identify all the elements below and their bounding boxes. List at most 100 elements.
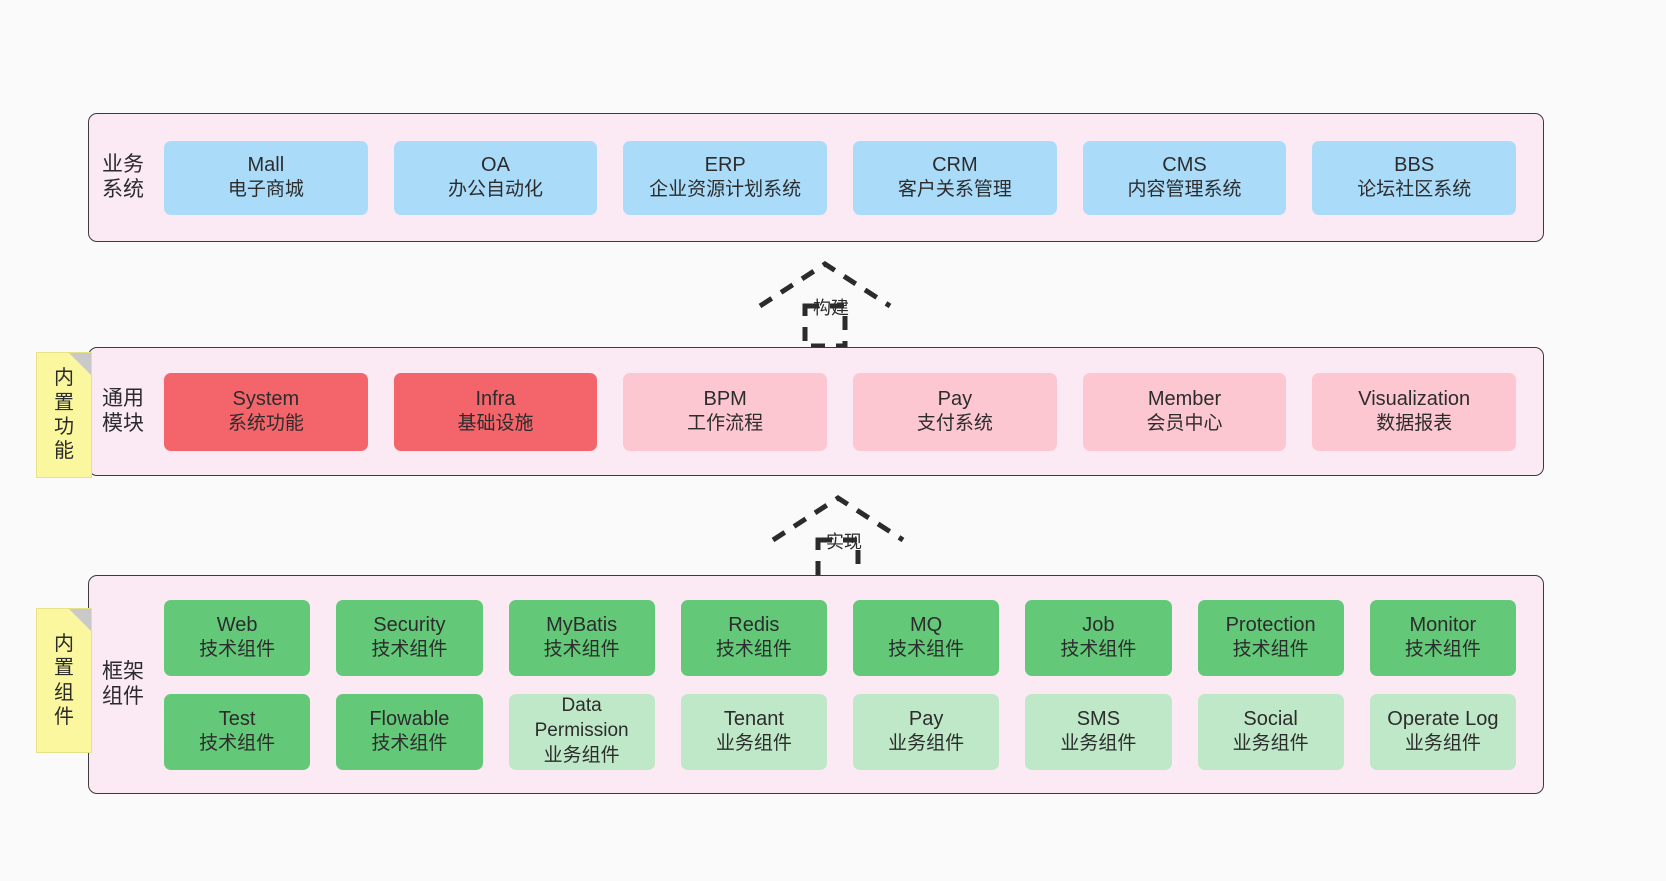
card-test[interactable]: Test 技术组件 — [164, 693, 311, 770]
business-card-list: Mall 电子商城 OA 办公自动化 ERP 企业资源计划系统 CRM 客户关系… — [145, 114, 1543, 241]
card-data-permission-en: Data — [561, 695, 602, 717]
framework-card-list: Web 技术组件 Security 技术组件 MyBatis 技术组件 Redi… — [145, 576, 1543, 793]
framework-row-tech: Web 技术组件 Security 技术组件 MyBatis 技术组件 Redi… — [151, 599, 1529, 676]
build-shaft — [802, 303, 848, 349]
card-bpm-cn: 工作流程 — [687, 413, 764, 435]
card-sms-en: SMS — [1076, 708, 1121, 731]
connector-implement: 实现 — [763, 492, 923, 587]
card-data-permission[interactable]: Data Permission 业务组件 — [508, 693, 655, 770]
card-member-cn: 会员中心 — [1146, 413, 1223, 435]
card-operate-log-en: Operate Log — [1387, 708, 1499, 731]
implement-arrowhead — [771, 495, 905, 543]
card-protection[interactable]: Protection 技术组件 — [1197, 599, 1344, 676]
layer-common-modules: 通用模块 System 系统功能 Infra 基础设施 BPM 工作流程 Pay… — [88, 347, 1544, 476]
card-visualization-cn: 数据报表 — [1376, 413, 1453, 435]
card-security[interactable]: Security 技术组件 — [336, 599, 483, 676]
card-mq-en: MQ — [910, 614, 943, 637]
card-sms[interactable]: SMS 业务组件 — [1025, 693, 1172, 770]
connector-implement-label: 实现 — [826, 532, 862, 552]
card-mq-cn: 技术组件 — [888, 639, 965, 661]
note-builtin-component-text: 内置组件 — [54, 632, 74, 728]
card-redis[interactable]: Redis 技术组件 — [680, 599, 827, 676]
card-bbs-en: BBS — [1394, 154, 1435, 177]
card-web[interactable]: Web 技术组件 — [164, 599, 311, 676]
layer-business-systems: 业务系统 Mall 电子商城 OA 办公自动化 ERP 企业资源计划系统 CRM… — [88, 113, 1544, 242]
card-bpm-en: BPM — [703, 388, 747, 411]
card-cms[interactable]: CMS 内容管理系统 — [1082, 140, 1287, 215]
card-job[interactable]: Job 技术组件 — [1025, 599, 1172, 676]
card-infra-cn: 基础设施 — [457, 413, 534, 435]
card-pay-module-cn: 支付系统 — [916, 413, 993, 435]
card-bbs[interactable]: BBS 论坛社区系统 — [1312, 140, 1517, 215]
card-mybatis[interactable]: MyBatis 技术组件 — [508, 599, 655, 676]
card-erp[interactable]: ERP 企业资源计划系统 — [623, 140, 828, 215]
card-monitor[interactable]: Monitor 技术组件 — [1369, 599, 1516, 676]
card-mybatis-en: MyBatis — [546, 614, 618, 637]
card-oa[interactable]: OA 办公自动化 — [393, 140, 598, 215]
card-pay-component-cn: 业务组件 — [888, 733, 965, 755]
card-test-en: Test — [218, 708, 256, 731]
card-pay-module[interactable]: Pay 支付系统 — [853, 372, 1057, 451]
note-fold-icon — [69, 609, 91, 631]
card-tenant-en: Tenant — [723, 708, 784, 731]
card-monitor-cn: 技术组件 — [1404, 639, 1481, 661]
card-infra[interactable]: Infra 基础设施 — [393, 372, 598, 451]
card-bpm[interactable]: BPM 工作流程 — [623, 372, 828, 451]
card-member[interactable]: Member 会员中心 — [1082, 372, 1287, 451]
card-crm-en: CRM — [932, 154, 978, 177]
card-tenant[interactable]: Tenant 业务组件 — [680, 693, 827, 770]
card-operate-log[interactable]: Operate Log 业务组件 — [1369, 693, 1516, 770]
card-web-cn: 技术组件 — [199, 639, 276, 661]
card-visualization-en: Visualization — [1358, 388, 1471, 411]
card-bbs-cn: 论坛社区系统 — [1357, 179, 1472, 201]
card-tenant-cn: 业务组件 — [715, 733, 792, 755]
card-security-cn: 技术组件 — [371, 639, 448, 661]
card-oa-en: OA — [481, 154, 510, 177]
note-builtin-component: 内置组件 — [36, 608, 92, 753]
card-pay-component-en: Pay — [908, 708, 944, 731]
layer-business-title: 业务系统 — [102, 153, 144, 201]
note-builtin-function-text: 内置功能 — [54, 367, 74, 463]
card-protection-en: Protection — [1225, 614, 1316, 637]
card-mq[interactable]: MQ 技术组件 — [853, 599, 1000, 676]
layer-modules-title: 通用模块 — [102, 387, 144, 435]
card-web-en: Web — [216, 614, 258, 637]
card-security-en: Security — [373, 614, 446, 637]
framework-row-business: Test 技术组件 Flowable 技术组件 Data Permission … — [151, 693, 1529, 770]
card-social-cn: 业务组件 — [1232, 733, 1309, 755]
card-social[interactable]: Social 业务组件 — [1197, 693, 1344, 770]
card-monitor-en: Monitor — [1409, 614, 1477, 637]
card-job-cn: 技术组件 — [1060, 639, 1137, 661]
card-job-en: Job — [1082, 614, 1115, 637]
card-mall[interactable]: Mall 电子商城 — [164, 140, 368, 215]
note-builtin-function: 内置功能 — [36, 352, 92, 478]
card-redis-en: Redis — [728, 614, 780, 637]
card-erp-cn: 企业资源计划系统 — [649, 179, 802, 201]
layer-framework-components: 框架组件 Web 技术组件 Security 技术组件 MyBatis 技术组件… — [88, 575, 1544, 794]
card-flowable-cn: 技术组件 — [371, 733, 448, 755]
card-crm-cn: 客户关系管理 — [897, 179, 1012, 201]
modules-card-list: System 系统功能 Infra 基础设施 BPM 工作流程 Pay 支付系统… — [145, 348, 1543, 475]
card-system-en: System — [232, 388, 300, 411]
card-system[interactable]: System 系统功能 — [164, 372, 368, 451]
card-crm[interactable]: CRM 客户关系管理 — [853, 140, 1057, 215]
card-data-permission-cn: 业务组件 — [543, 744, 620, 766]
layer-framework-title: 框架组件 — [102, 660, 144, 708]
card-pay-module-en: Pay — [937, 388, 973, 411]
card-visualization[interactable]: Visualization 数据报表 — [1312, 372, 1517, 451]
card-social-en: Social — [1243, 708, 1298, 731]
card-pay-component[interactable]: Pay 业务组件 — [853, 693, 1000, 770]
card-mall-en: Mall — [247, 154, 285, 177]
note-fold-icon — [69, 353, 91, 375]
connector-build-label: 构建 — [813, 298, 849, 318]
card-sms-cn: 业务组件 — [1060, 733, 1137, 755]
card-member-en: Member — [1147, 388, 1222, 411]
card-flowable-en: Flowable — [369, 708, 450, 731]
card-mall-cn: 电子商城 — [227, 179, 304, 201]
card-flowable[interactable]: Flowable 技术组件 — [336, 693, 483, 770]
card-test-cn: 技术组件 — [199, 733, 276, 755]
card-infra-en: Infra — [475, 388, 516, 411]
card-cms-en: CMS — [1162, 154, 1207, 177]
card-cms-cn: 内容管理系统 — [1127, 179, 1242, 201]
